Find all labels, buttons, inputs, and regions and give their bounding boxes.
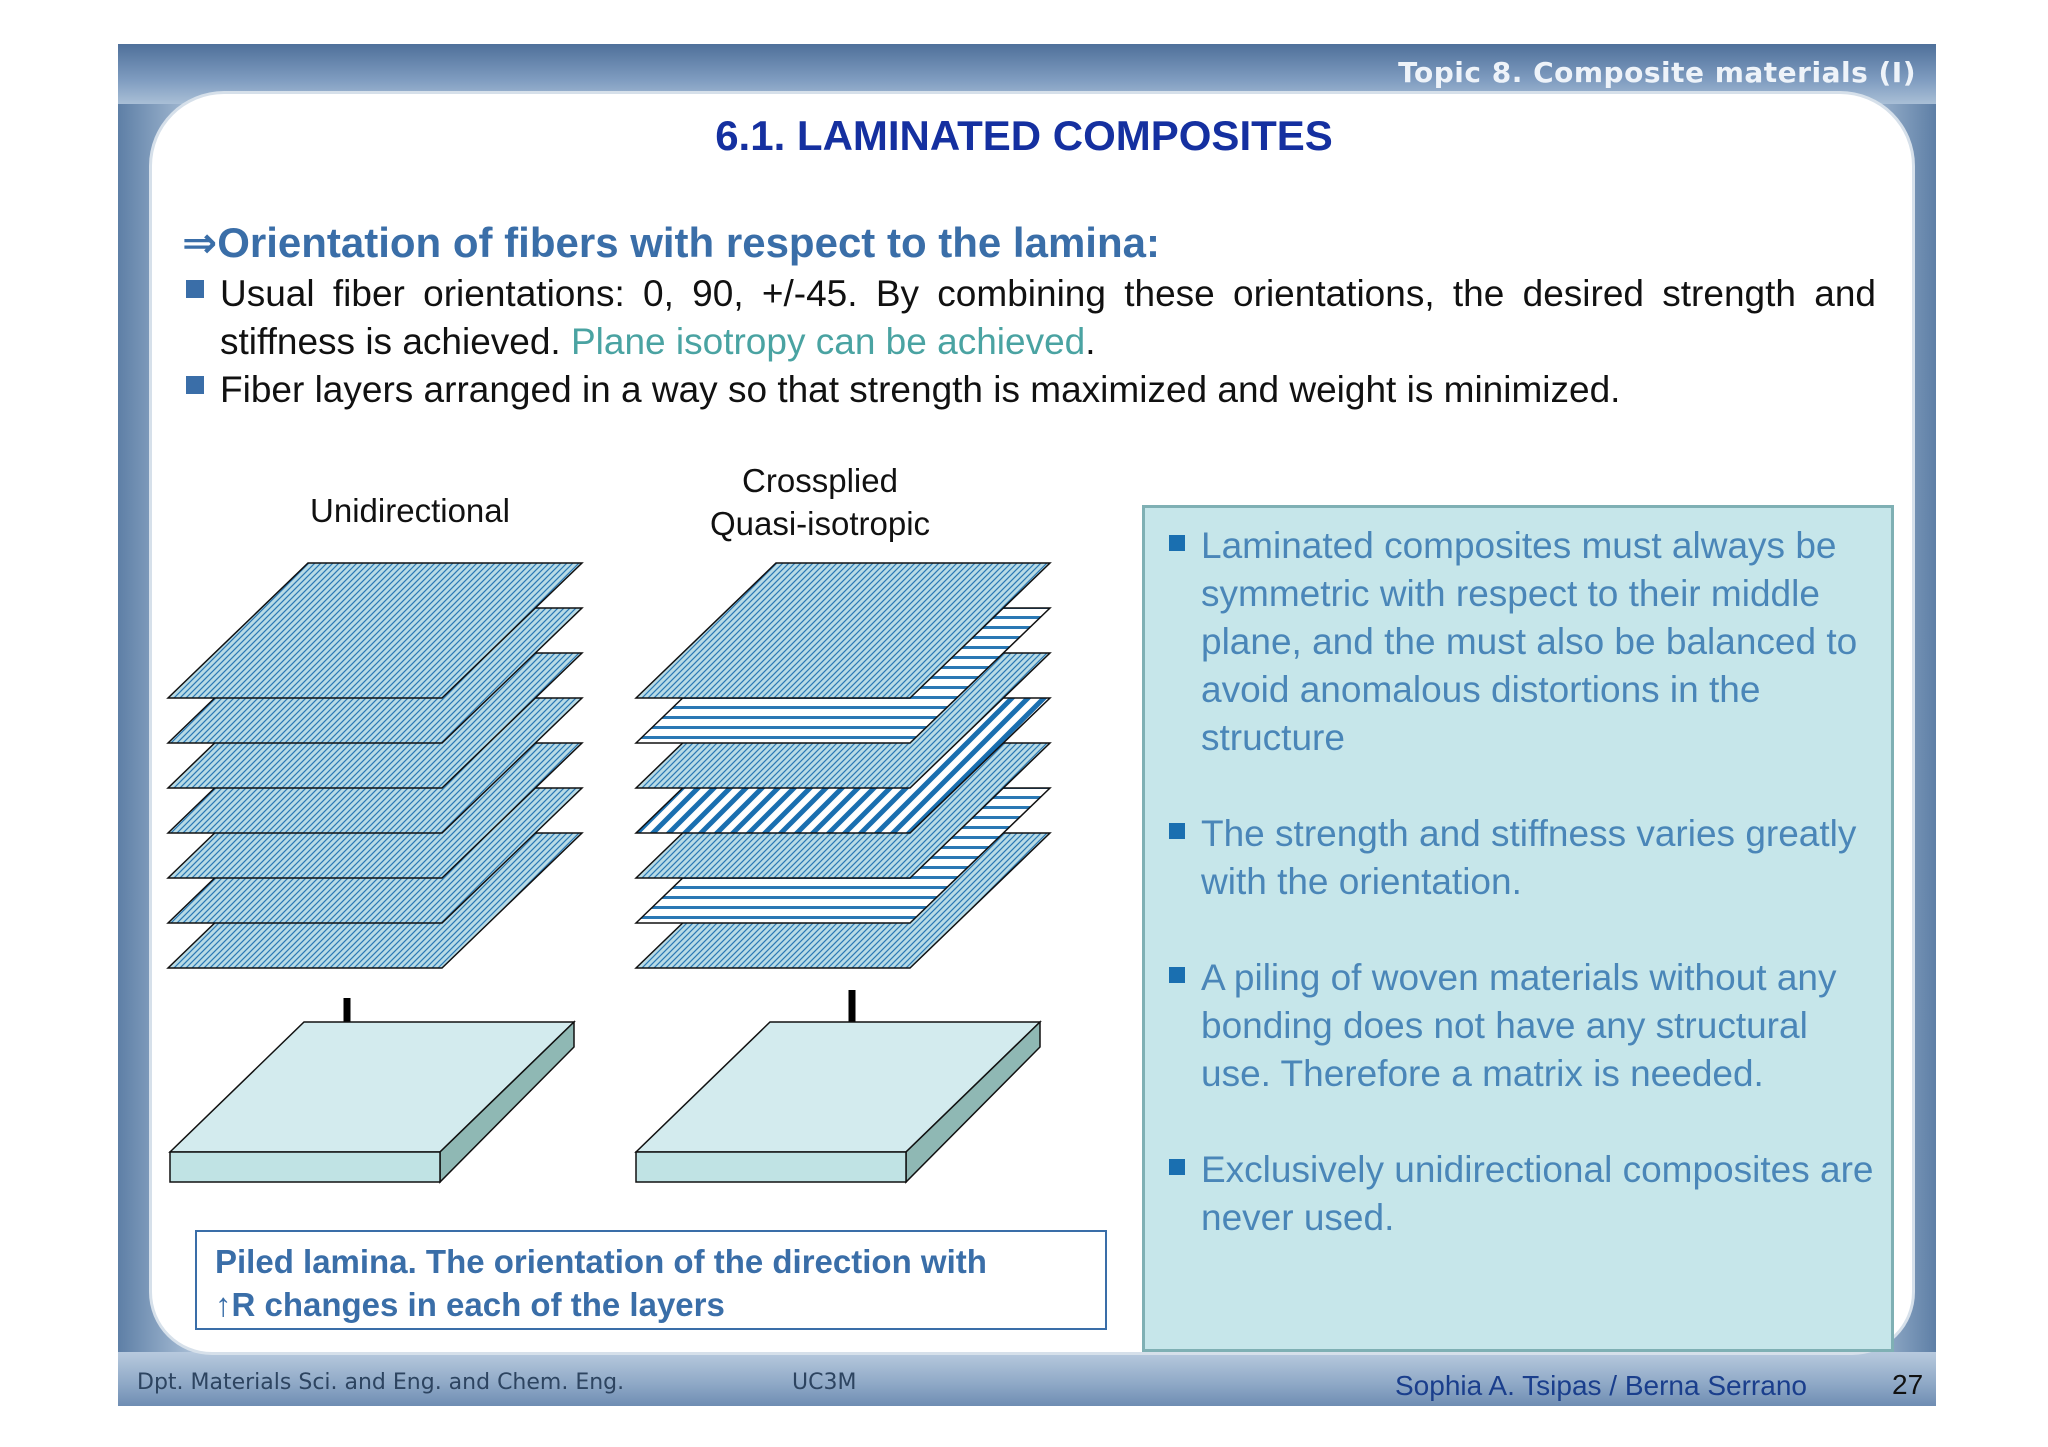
bullet-item: Usual fiber orientations: 0, 90, +/-45. …: [186, 270, 1876, 366]
slide-title: 6.1. LAMINATED COMPOSITES: [715, 112, 1333, 159]
square-bullet-icon: [1169, 823, 1185, 839]
unidirectional-plate: [168, 1020, 576, 1184]
bullet-text: Usual fiber orientations: 0, 90, +/-45. …: [220, 273, 1876, 362]
bullet-item: Fiber layers arranged in a way so that s…: [186, 366, 1876, 414]
laminate-figure: [166, 562, 1052, 1184]
square-bullet-icon: [1169, 1159, 1185, 1175]
notes-box: Laminated composites must always be symm…: [1142, 505, 1894, 1352]
bullet-text: Fiber layers arranged in a way so that s…: [220, 369, 1621, 410]
crossplied-stack: [634, 562, 1052, 969]
page-number: 27: [1892, 1369, 1924, 1400]
note-text: Exclusively unidirectional composites ar…: [1201, 1149, 1874, 1238]
layer-1: [166, 562, 584, 699]
note-item: The strength and stiffness varies greatl…: [1167, 810, 1879, 906]
notes-list: Laminated composites must always be symm…: [1167, 522, 1879, 1290]
crossplied-plate: [634, 1020, 1042, 1184]
figure-caption-box: Piled lamina. The orientation of the dir…: [195, 1230, 1107, 1330]
layer-1: [634, 562, 1052, 699]
label-quasi-isotropic: Quasi-isotropic: [709, 505, 931, 542]
note-item: A piling of woven materials without any …: [1167, 954, 1879, 1098]
unidirectional-stack: [166, 562, 584, 969]
footer-authors: Sophia A. Tsipas / Berna Serrano: [1395, 1370, 1807, 1401]
section-subheading: ⇒Orientation of fibers with respect to t…: [182, 219, 1160, 266]
label-unidirectional: Unidirectional: [310, 492, 510, 529]
square-bullet-icon: [186, 376, 204, 394]
topic-header: Topic 8. Composite materials (I): [1398, 56, 1916, 89]
footer-university: UC3M: [792, 1370, 857, 1395]
caption-line-1: Piled lamina. The orientation of the dir…: [215, 1243, 987, 1280]
footer-department: Dpt. Materials Sci. and Eng. and Chem. E…: [137, 1370, 625, 1395]
square-bullet-icon: [1169, 967, 1185, 983]
note-item: Laminated composites must always be symm…: [1167, 522, 1879, 762]
square-bullet-icon: [186, 280, 204, 298]
slide-frame-bottom: [118, 1352, 1936, 1406]
bullet-highlight: Plane isotropy can be achieved: [571, 321, 1086, 362]
note-item: Exclusively unidirectional composites ar…: [1167, 1146, 1879, 1242]
square-bullet-icon: [1169, 535, 1185, 551]
note-text: A piling of woven materials without any …: [1201, 957, 1837, 1094]
bullet-text-end: .: [1085, 321, 1096, 362]
note-text: Laminated composites must always be symm…: [1201, 525, 1858, 758]
note-text: The strength and stiffness varies greatl…: [1201, 813, 1857, 902]
main-bullet-list: Usual fiber orientations: 0, 90, +/-45. …: [186, 270, 1876, 414]
label-crossplied: Crossplied: [742, 462, 898, 499]
caption-line-2: ↑R changes in each of the layers: [215, 1286, 725, 1323]
